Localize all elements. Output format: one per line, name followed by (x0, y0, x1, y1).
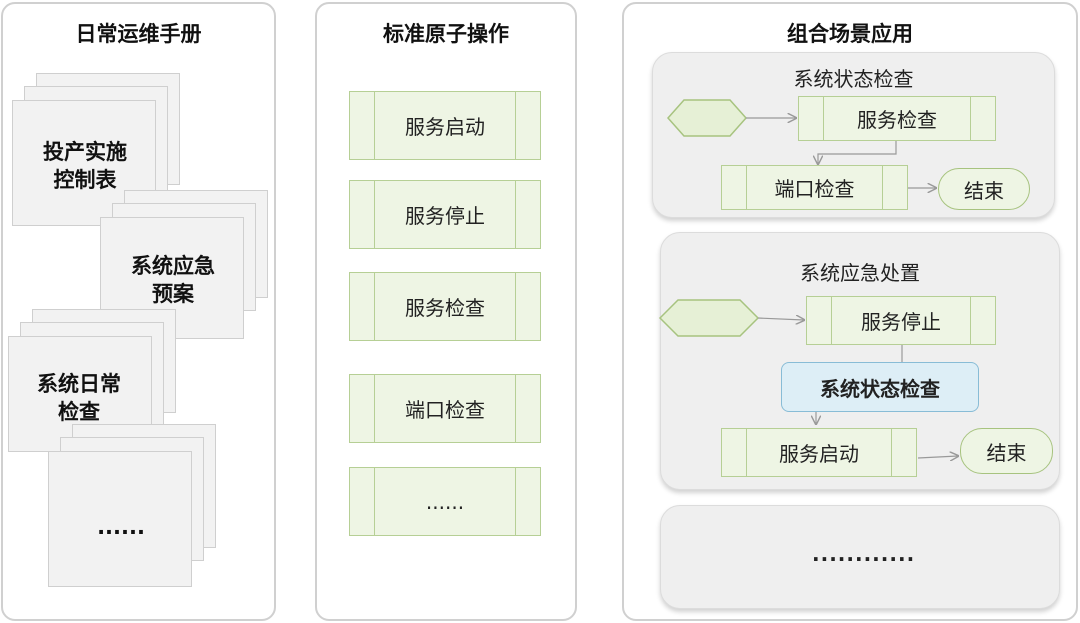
connector-line (917, 456, 958, 458)
scenario-panel-title: 组合场景应用 (787, 22, 913, 46)
manual-2-label: 系统应急 预案 (131, 254, 215, 306)
scene-emergency-title: 系统应急处置 (800, 261, 920, 285)
manual-more-label: ...... (97, 515, 145, 539)
connector-line (818, 140, 897, 164)
scene2-end-terminal[interactable]: 结束 (960, 428, 1053, 474)
scene2-service-stop[interactable]: 服务停止 (806, 296, 996, 345)
manual-1-label: 投产实施 控制表 (43, 140, 127, 192)
manual-3-label: 系统日常 检查 (37, 372, 121, 424)
scene1-port-check[interactable]: 端口检查 (721, 165, 908, 210)
scene2-service-start[interactable]: 服务启动 (721, 428, 917, 477)
connector-line (757, 318, 804, 320)
scene1-service-check[interactable]: 服务检查 (798, 96, 996, 141)
scene1-end-terminal[interactable]: 结束 (938, 168, 1030, 210)
manual-panel-title: 日常运维手册 (75, 22, 202, 46)
atomic-op-service-stop[interactable]: 服务停止 (349, 180, 541, 249)
document-manual-more[interactable] (48, 451, 192, 587)
scene-status-check-title: 系统状态检查 (793, 67, 914, 91)
atomic-op-service-start[interactable]: 服务启动 (349, 91, 541, 160)
atomic-op-more[interactable]: ...... (349, 467, 541, 536)
atomic-op-service-check[interactable]: 服务检查 (349, 272, 541, 341)
atomic-panel-title: 标准原子操作 (383, 22, 509, 46)
atomic-op-port-check[interactable]: 端口检查 (349, 374, 541, 443)
start-hexagon (666, 99, 748, 137)
start-hexagon (658, 299, 760, 337)
scene2-status-check-call[interactable]: 系统状态检查 (781, 362, 979, 412)
scene-more-label: ............ (812, 542, 916, 566)
scene-more[interactable] (660, 505, 1060, 609)
